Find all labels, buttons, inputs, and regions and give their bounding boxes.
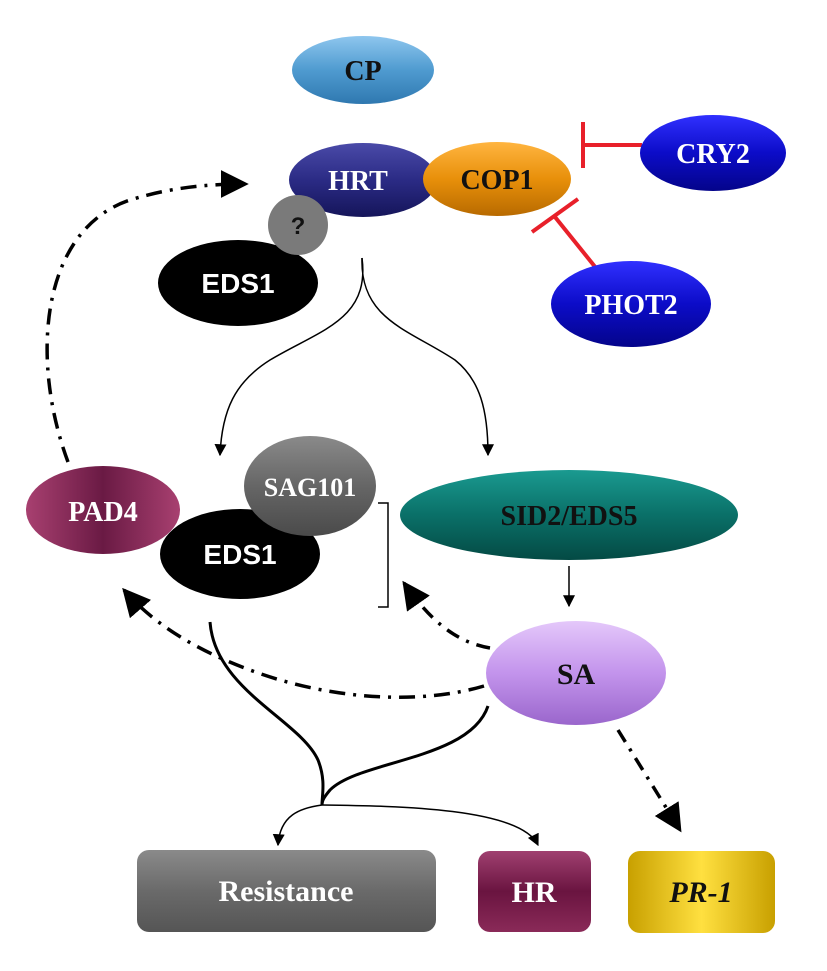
cp-node: CP [292, 36, 434, 104]
convergence-to-hr-arrow [321, 804, 539, 847]
sid2-eds5-label: SID2/EDS5 [501, 501, 638, 532]
pad4-label: PAD4 [68, 497, 137, 528]
sid2-eds5-node: SID2/EDS5 [400, 470, 738, 560]
sa-to-pr1-dashdot-arrow [616, 729, 682, 833]
phot2-label: PHOT2 [584, 290, 677, 321]
sa-to-convergence-line [320, 705, 490, 806]
hr-label: HR [512, 876, 557, 909]
pr1-label: PR-1 [668, 876, 732, 909]
sag101-node: SAG101 [244, 436, 376, 536]
phot2-inhibition-bar [530, 197, 580, 234]
hr-box: HR [478, 851, 591, 932]
hrt-label: HRT [328, 166, 388, 197]
convergence-to-resistance-arrow [272, 804, 323, 847]
sa-label: SA [557, 658, 596, 691]
pad4-node: PAD4 [26, 466, 180, 554]
cp-label: CP [344, 56, 381, 87]
eds1-sag101-complex-bracket [378, 502, 389, 608]
cop1-node: COP1 [423, 142, 571, 216]
eds1-to-convergence-line [208, 621, 325, 806]
sa-node: SA [486, 621, 666, 725]
pr1-box: PR-1 [628, 851, 775, 933]
sag101-label: SAG101 [264, 473, 356, 502]
cry2-node: CRY2 [640, 115, 786, 191]
eds1-mid-node: EDS1 [160, 509, 320, 599]
sa-to-pad4-dashdot-arrow [122, 587, 485, 699]
phot2-inhibits-cop1-line [553, 215, 598, 270]
cop1-label: COP1 [460, 165, 533, 196]
eds1-mid-label: EDS1 [203, 539, 276, 570]
resistance-label: Resistance [219, 875, 354, 908]
hrt-node: HRT [289, 143, 437, 217]
sa-to-eds1-complex-dashdot-arrow [402, 580, 491, 650]
pad4-to-hrt-dashdot-arrow [45, 170, 249, 463]
eds1-top-node: EDS1 [158, 240, 318, 326]
hrt-to-eds1-complex-arrow [214, 257, 364, 457]
cry2-label: CRY2 [676, 139, 750, 170]
phot2-node: PHOT2 [551, 261, 711, 347]
unknown-factor-node: ? [268, 195, 328, 255]
hrt-to-sid2-eds5-arrow [361, 257, 494, 457]
resistance-box: Resistance [137, 850, 436, 932]
eds1-top-label: EDS1 [201, 268, 274, 299]
unknown-factor-label: ? [291, 213, 306, 240]
